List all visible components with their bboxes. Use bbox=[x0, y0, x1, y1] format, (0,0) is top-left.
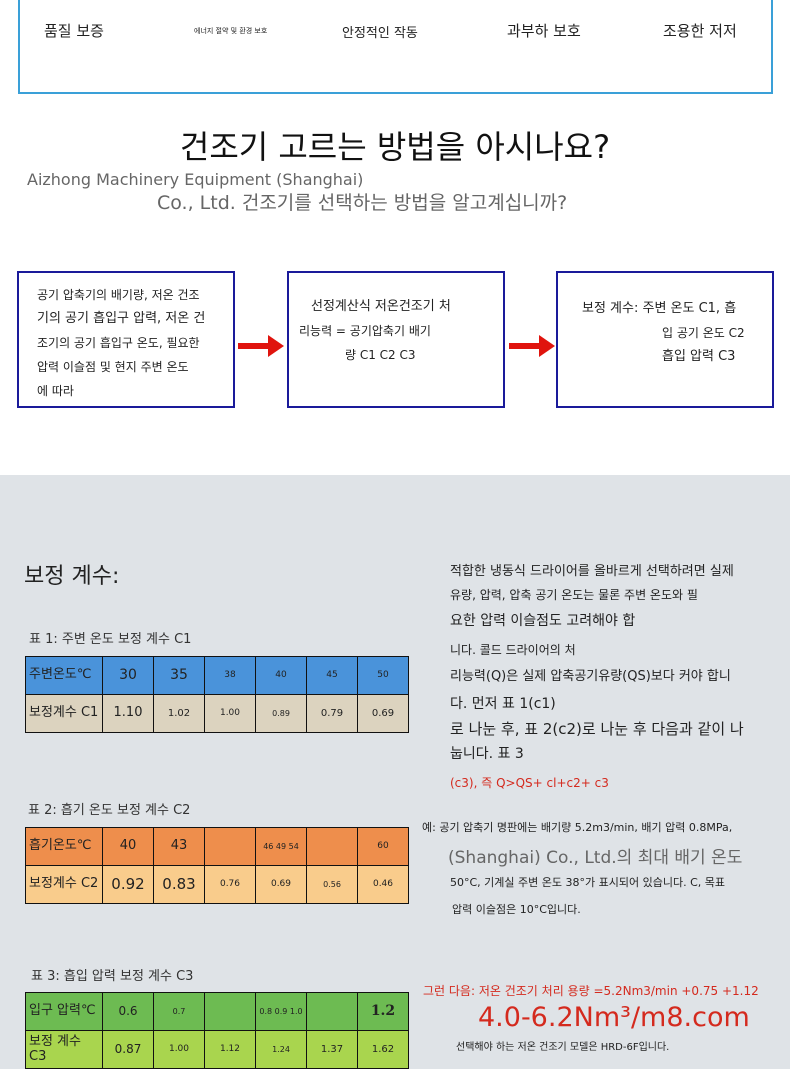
table-cell: 입구 압력℃ bbox=[25, 992, 103, 1031]
table-cell: 1.2 bbox=[357, 992, 409, 1031]
flow-line: 압력 이슬점 및 현지 주변 온도 bbox=[37, 360, 189, 374]
feature-overload: 과부하 보호 bbox=[507, 22, 581, 40]
table-cell: 0.56 bbox=[306, 865, 358, 904]
explanation-line: 로 나눈 후, 표 2(c2)로 나눈 후 다음과 같이 나 bbox=[450, 720, 744, 738]
flow-box-formula: 선정계산식 저온건조기 처 리능력 = 공기압축기 배기 량 C1 C2 C3 bbox=[287, 271, 505, 408]
table-cell: 46 49 54 bbox=[255, 827, 307, 866]
table-cell: 50 bbox=[357, 656, 409, 695]
result-formula: 그런 다음: 저온 건조기 처리 용량 =5.2Nm3/min +0.75 +1… bbox=[423, 984, 759, 998]
feature-energy: 에너지 절약 및 환경 보호 bbox=[194, 27, 268, 35]
table-cell: 0.83 bbox=[153, 865, 205, 904]
flow-box-inputs: 공기 압축기의 배기량, 저온 건조 기의 공기 흡입구 압력, 저온 건 조기… bbox=[17, 271, 235, 408]
flow-line: 조기의 공기 흡입구 온도, 필요한 bbox=[37, 336, 200, 350]
explanation-line: 리능력(Q)은 실제 압축공기유량(QS)보다 커야 합니 bbox=[450, 669, 731, 684]
flow-line: 입 공기 온도 C2 bbox=[662, 326, 745, 340]
table-cell: 0.89 bbox=[255, 694, 307, 733]
table3-caption: 표 3: 흡입 압력 보정 계수 C3 bbox=[31, 969, 194, 984]
table-cell: 0.8 0.9 1.0 bbox=[255, 992, 307, 1031]
subtitle: Co., Ltd. 건조기를 선택하는 방법을 알고계십니까? bbox=[157, 192, 568, 214]
formula: (c3), 즉 Q>QS+ cl+c2+ c3 bbox=[450, 776, 609, 790]
table-cell: 1.37 bbox=[306, 1030, 358, 1069]
table-cell: 43 bbox=[153, 827, 205, 866]
table-cell: 0.69 bbox=[255, 865, 307, 904]
table-cell: 45 bbox=[306, 656, 358, 695]
page-title: 건조기 고르는 방법을 아시나요? bbox=[179, 128, 611, 166]
explanation-line: 유량, 압력, 압축 공기 온도는 물론 주변 온도와 필 bbox=[450, 588, 698, 602]
table-cell bbox=[306, 827, 358, 866]
explanation-line: 눕니다. 표 3 bbox=[450, 746, 524, 762]
table-cell: 60 bbox=[357, 827, 409, 866]
table1-caption: 표 1: 주변 온도 보정 계수 C1 bbox=[29, 632, 192, 647]
table-cell bbox=[204, 992, 256, 1031]
arrow-right-icon bbox=[509, 335, 555, 357]
example-line: 압력 이슬점은 10°C입니다. bbox=[452, 903, 581, 916]
table2-caption: 표 2: 흡기 온도 보정 계수 C2 bbox=[28, 803, 191, 818]
result-model: 선택해야 하는 저온 건조기 모델은 HRD-6F입니다. bbox=[456, 1042, 670, 1053]
table-cell: 38 bbox=[204, 656, 256, 695]
table-cell: 0.69 bbox=[357, 694, 409, 733]
flow-line: 보정 계수: 주변 온도 C1, 흡 bbox=[582, 301, 737, 316]
table-cell: 40 bbox=[102, 827, 154, 866]
table-cell: 보정 계수 C3 bbox=[25, 1030, 103, 1069]
table-cell: 0.6 bbox=[102, 992, 154, 1031]
arrow-right-icon bbox=[238, 335, 284, 357]
feature-stable: 안정적인 작동 bbox=[342, 26, 418, 41]
table-cell: 0.76 bbox=[204, 865, 256, 904]
table-cell: 0.7 bbox=[153, 992, 205, 1031]
table-cell: 1.02 bbox=[153, 694, 205, 733]
explanation-line: 니다. 콜드 드라이어의 처 bbox=[450, 643, 576, 657]
table-cell: 주변온도℃ bbox=[25, 656, 103, 695]
flow-box-coefficients: 보정 계수: 주변 온도 C1, 흡 입 공기 온도 C2 흡입 압력 C3 bbox=[556, 271, 774, 408]
section-title: 보정 계수: bbox=[24, 564, 120, 589]
flow-line: 량 C1 C2 C3 bbox=[345, 348, 416, 362]
company-name: Aizhong Machinery Equipment (Shanghai) bbox=[27, 170, 364, 189]
table-cell: 1.10 bbox=[102, 694, 154, 733]
flow-line: 흡입 압력 C3 bbox=[662, 349, 736, 364]
explanation-line: 다. 먼저 표 1(c1) bbox=[450, 696, 556, 712]
flow-line: 에 따라 bbox=[37, 384, 74, 398]
table-cell: 보정계수 C2 bbox=[25, 865, 103, 904]
table-cell bbox=[204, 827, 256, 866]
table-cell: 흡기온도℃ bbox=[25, 827, 103, 866]
table-cell: 1.12 bbox=[204, 1030, 256, 1069]
flow-line: 선정계산식 저온건조기 처 bbox=[311, 299, 451, 314]
table-cell: 1.24 bbox=[255, 1030, 307, 1069]
table-cell: 35 bbox=[153, 656, 205, 695]
explanation-line: 요한 압력 이슬점도 고려해야 합 bbox=[450, 613, 636, 629]
table-cell: 0.87 bbox=[102, 1030, 154, 1069]
table-cell: 1.00 bbox=[204, 694, 256, 733]
explanation-line: 적합한 냉동식 드라이어를 올바르게 선택하려면 실제 bbox=[450, 564, 734, 579]
table-cell bbox=[306, 992, 358, 1031]
result-range: 4.0-6.2Nm³/m8.com bbox=[478, 1002, 750, 1033]
table-cell: 40 bbox=[255, 656, 307, 695]
table-cell: 보정계수 C1 bbox=[25, 694, 103, 733]
table-cell: 1.62 bbox=[357, 1030, 409, 1069]
example-line: (Shanghai) Co., Ltd.의 최대 배기 온도 bbox=[448, 848, 743, 868]
features-box: 품질 보증 에너지 절약 및 환경 보호 안정적인 작동 과부하 보호 조용한 … bbox=[18, 0, 773, 94]
flow-line: 리능력 = 공기압축기 배기 bbox=[299, 324, 431, 338]
table-cell: 0.79 bbox=[306, 694, 358, 733]
example-line: 예: 공기 압축기 명판에는 배기량 5.2m3/min, 배기 압력 0.8M… bbox=[422, 821, 733, 834]
feature-quiet: 조용한 저저 bbox=[663, 22, 737, 40]
table-cell: 30 bbox=[102, 656, 154, 695]
table-cell: 0.46 bbox=[357, 865, 409, 904]
flow-line: 공기 압축기의 배기량, 저온 건조 bbox=[37, 288, 200, 302]
flow-line: 기의 공기 흡입구 압력, 저온 건 bbox=[37, 311, 206, 326]
example-line: 50°C, 기계실 주변 온도 38°가 표시되어 있습니다. C, 목표 bbox=[450, 876, 725, 889]
table-cell: 0.92 bbox=[102, 865, 154, 904]
coefficients-section bbox=[0, 475, 790, 1069]
table-cell: 1.00 bbox=[153, 1030, 205, 1069]
feature-quality: 품질 보증 bbox=[44, 22, 104, 40]
